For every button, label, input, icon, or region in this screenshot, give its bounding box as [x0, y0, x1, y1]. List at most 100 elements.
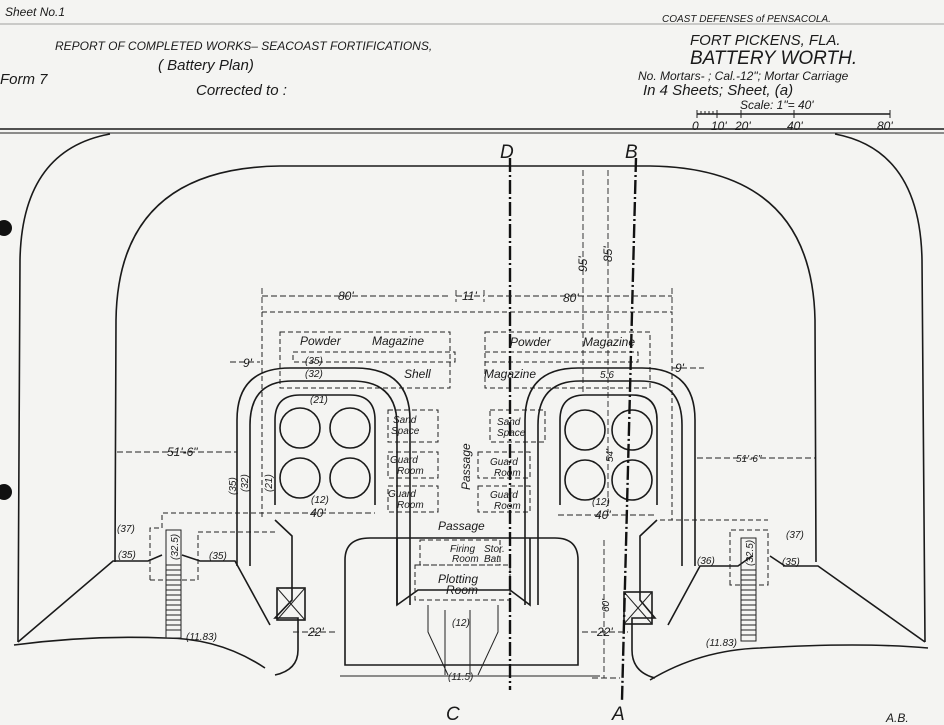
dimension-label: 54' — [605, 448, 616, 462]
elevation-label: (35) — [209, 551, 227, 562]
dimension-label: 40' — [310, 506, 326, 520]
elevation-label: (12) — [452, 618, 470, 629]
elevation-label: (35) — [305, 356, 323, 367]
elevation-label: (37) — [786, 530, 804, 541]
section-label-d: D — [500, 142, 514, 163]
dimension-label: 9' — [243, 356, 253, 370]
form-number: Form 7 — [0, 71, 48, 88]
room-label: Magazine — [484, 367, 536, 381]
scale-tick: 40' — [787, 119, 803, 133]
room-label: Powder — [300, 334, 342, 348]
room-label: Guard — [490, 490, 518, 501]
sheets-info: In 4 Sheets; Sheet, (a) — [643, 82, 793, 99]
elevation-label: (32) — [240, 474, 251, 492]
mortar-emplacement — [329, 407, 371, 449]
left-mortar-pit — [236, 367, 411, 676]
room-label: Passage — [459, 443, 473, 490]
room-label: Room — [446, 583, 478, 597]
room-label: Guard — [388, 489, 416, 500]
section-line-ba — [620, 157, 638, 701]
mortar-emplacement — [611, 409, 653, 451]
elevation-label: (32.5) — [170, 534, 181, 560]
elevation-label: (32) — [305, 369, 323, 380]
report-subtitle: ( Battery Plan) — [158, 57, 254, 74]
room-label: Space — [391, 426, 420, 437]
section-label-c: C — [446, 704, 460, 725]
scale-tick: 0 — [692, 119, 699, 133]
mortar-emplacement — [279, 407, 321, 449]
dimension-label: 5.6 — [600, 370, 614, 381]
elevation-label: (35) — [782, 557, 800, 568]
mortar-emplacement — [564, 459, 606, 501]
magazine-outline — [261, 311, 673, 520]
room-label: Firing — [450, 544, 475, 555]
room-label: Powder — [510, 335, 552, 349]
inner-crest — [114, 165, 817, 563]
report-title: REPORT OF COMPLETED WORKS– SEACOAST FORT… — [55, 39, 432, 53]
room-label: Guard — [490, 457, 518, 468]
elevation-label: (21) — [264, 474, 275, 492]
powder-magazines — [279, 331, 651, 389]
elevation-label: (36) — [697, 556, 715, 567]
dimension-lines — [261, 288, 673, 310]
elevation-label: (11.5) — [448, 672, 473, 683]
elevation-label: (37) — [117, 524, 135, 535]
dimension-label: 40' — [595, 508, 611, 522]
section-label-a: A — [611, 704, 625, 725]
left-flank — [13, 512, 275, 669]
room-label: Sand — [497, 417, 521, 428]
dimension-label: 60' — [601, 598, 612, 612]
dimension-label: 51'-6" — [736, 454, 762, 465]
elevation-label: (32.5) — [745, 540, 756, 566]
room-label: Magazine — [372, 334, 424, 348]
room-label: Shell — [404, 367, 431, 381]
dimension-lines — [582, 170, 620, 679]
elevation-label: (11.83) — [706, 638, 737, 649]
elevation-label: (12) — [592, 497, 610, 508]
battery-name: BATTERY WORTH. — [690, 48, 857, 69]
dimension-label: 22' — [307, 625, 324, 639]
elevation-label: (12) — [311, 495, 329, 506]
room-label: Passage — [438, 519, 485, 533]
right-mortar-pit — [524, 367, 696, 679]
sheet-number: Sheet No.1 — [5, 5, 65, 19]
room-label: Room — [452, 554, 479, 565]
punch-hole — [0, 220, 12, 236]
dimension-lines — [117, 361, 815, 633]
dimension-label: 80' — [563, 291, 579, 305]
mortar-info: No. Mortars- ; Cal.-12"; Mortar Carriage — [638, 69, 849, 83]
dimension-label: 11' — [462, 289, 477, 303]
elevation-label: (21) — [310, 395, 328, 406]
dimension-label: 85' — [601, 246, 615, 262]
room-label: Room — [397, 466, 424, 477]
mortar-emplacement — [279, 457, 321, 499]
room-label: Magazine — [583, 335, 635, 349]
room-label: Plotting — [438, 572, 478, 586]
scale-tick: 20' — [734, 119, 751, 133]
room-label: Sand — [393, 415, 417, 426]
hoist-icon — [276, 587, 306, 621]
elevation-label: (11.83) — [186, 632, 217, 643]
elevation-label: (35) — [228, 477, 239, 495]
mortar-emplacement — [611, 459, 653, 501]
mortar-emplacement — [564, 409, 606, 451]
dimension-label: 95' — [576, 256, 590, 272]
dimension-label: 9' — [675, 361, 685, 375]
room-label: Room — [494, 501, 521, 512]
dimension-label: 80' — [338, 289, 354, 303]
room-label: Space — [497, 428, 526, 439]
room-label: Guard — [390, 455, 418, 466]
room-label: Bat. — [484, 554, 502, 565]
outer-parapet — [17, 133, 926, 643]
scale-bar — [696, 110, 891, 118]
corrected-to: Corrected to : — [196, 82, 287, 99]
punch-hole — [0, 484, 12, 500]
right-flank — [649, 519, 929, 681]
scale-tick: 10' — [711, 119, 727, 133]
coast-defenses: COAST DEFENSES of PENSACOLA. — [662, 14, 831, 25]
scale-label: Scale: 1"= 40' — [740, 98, 814, 112]
elevation-label: (35) — [118, 550, 136, 561]
dimension-label: 51'-6" — [167, 445, 198, 459]
mortar-emplacement — [329, 457, 371, 499]
